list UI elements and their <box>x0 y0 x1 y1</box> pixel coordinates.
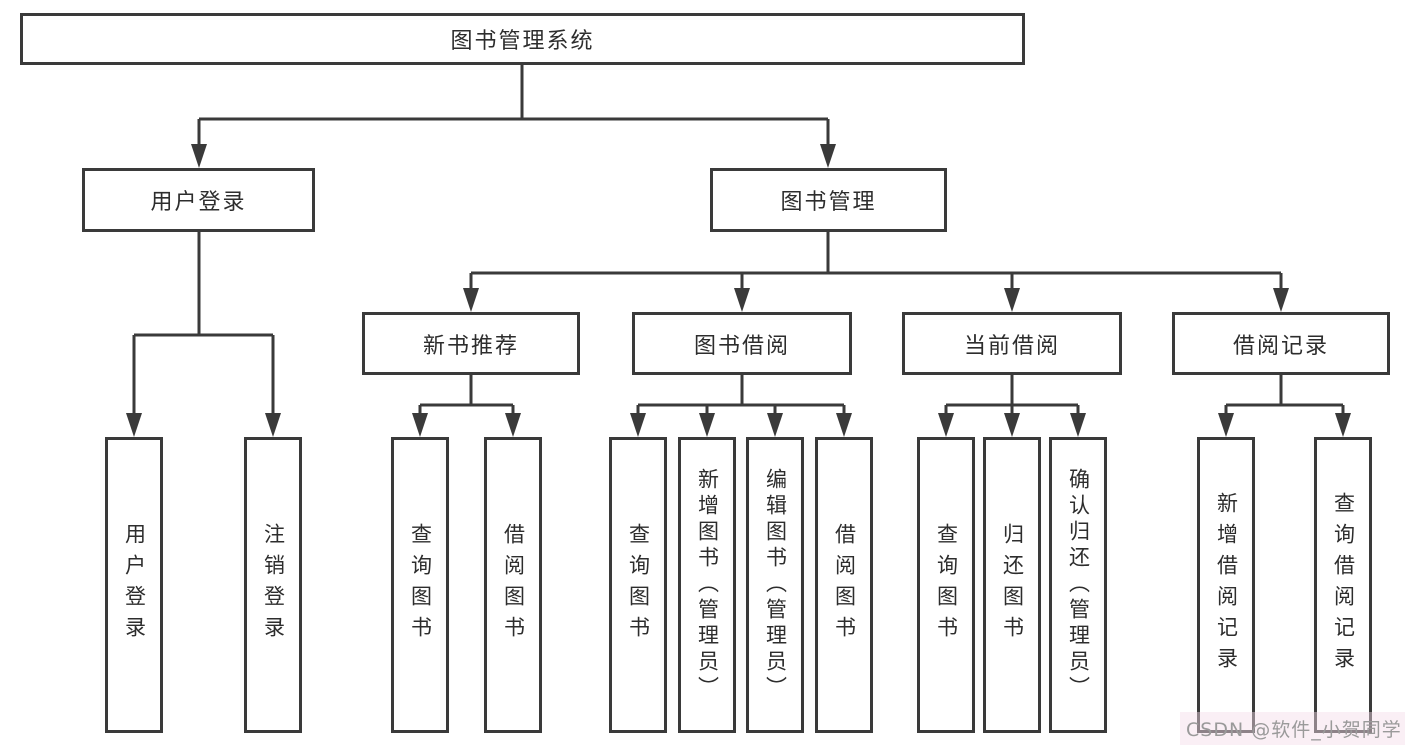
node-label: 图书管理系统 <box>450 29 595 54</box>
leaf-borrow-query-books: 查询图书 <box>609 437 667 733</box>
leaf-edit-books-admin: 编辑图书（管理员） <box>746 437 804 733</box>
leaf-add-borrow-record: 新增借阅记录 <box>1197 437 1255 733</box>
node-label: 归还图书 <box>1000 523 1025 647</box>
node-label: 图书管理 <box>780 190 877 215</box>
node-label: 当前借阅 <box>963 333 1060 359</box>
leaf-confirm-return-admin: 确认归还（管理员） <box>1049 437 1107 733</box>
leaf-return-books: 归还图书 <box>983 437 1041 733</box>
node-borrow-records: 借阅记录 <box>1172 312 1390 375</box>
node-label: 借阅图书 <box>832 523 857 647</box>
leaf-recommend-borrow-books: 借阅图书 <box>484 437 542 733</box>
node-label: 用户登录 <box>122 523 147 647</box>
node-book-borrow: 图书借阅 <box>632 312 852 375</box>
connector-path <box>132 65 1345 417</box>
node-label: 新增借阅记录 <box>1214 492 1239 678</box>
leaf-borrow-books: 借阅图书 <box>815 437 873 733</box>
node-book-management: 图书管理 <box>710 168 947 232</box>
leaf-add-books-admin: 新增图书（管理员） <box>678 437 736 733</box>
leaf-logout: 注销登录 <box>244 437 302 733</box>
node-current-borrow: 当前借阅 <box>902 312 1122 375</box>
connector-group <box>132 65 1345 417</box>
csdn-watermark: CSDN @软件_小贺同学 <box>1180 712 1405 745</box>
node-label: 查询图书 <box>408 523 433 647</box>
node-label: 编辑图书（管理员） <box>763 468 788 702</box>
leaf-user-login: 用户登录 <box>105 437 163 733</box>
node-label: 新增图书（管理员） <box>695 468 720 702</box>
leaf-recommend-query-books: 查询图书 <box>391 437 449 733</box>
node-label: 查询借阅记录 <box>1331 492 1356 678</box>
arrowheads <box>126 144 1351 437</box>
node-label: 查询图书 <box>626 523 651 647</box>
node-library-system: 图书管理系统 <box>20 13 1025 65</box>
node-label: 注销登录 <box>261 523 286 647</box>
node-user-login: 用户登录 <box>82 168 315 232</box>
node-label: 用户登录 <box>150 190 247 215</box>
leaf-current-query-books: 查询图书 <box>917 437 975 733</box>
node-label: 借阅记录 <box>1232 333 1329 359</box>
node-label: 新书推荐 <box>422 333 519 359</box>
node-new-book-recommend: 新书推荐 <box>362 312 580 375</box>
node-label: 图书借阅 <box>693 333 790 359</box>
node-label: 确认归还（管理员） <box>1066 468 1091 702</box>
node-label: 查询图书 <box>934 523 959 647</box>
node-label: 借阅图书 <box>501 523 526 647</box>
leaf-query-borrow-record: 查询借阅记录 <box>1314 437 1372 733</box>
